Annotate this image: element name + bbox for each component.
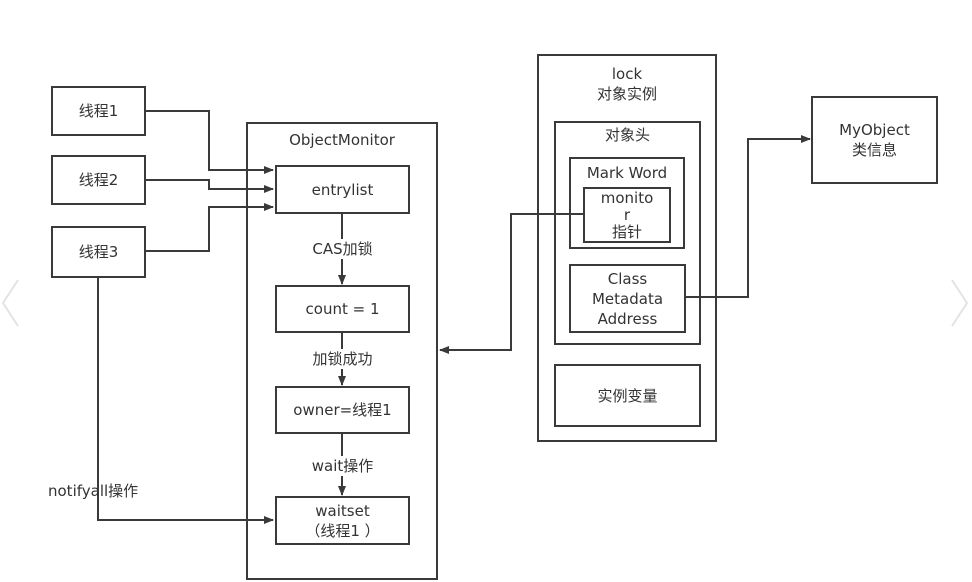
object-header-title: 对象头 xyxy=(604,126,650,144)
monitor-pointer-line1: monito xyxy=(600,188,654,207)
arrow-thread3-entrylist xyxy=(145,203,274,252)
notifyall-label: notifyall操作 xyxy=(48,482,139,500)
monitor-pointer-box: monito r 指针 xyxy=(583,187,671,243)
arrow-class-metadata xyxy=(686,135,811,298)
arrow-monitor-pointer xyxy=(439,213,583,354)
object-monitor-title: ObjectMonitor xyxy=(289,131,395,149)
class-metadata-line1: Class xyxy=(607,269,648,288)
wait-operation-label: wait操作 xyxy=(275,456,410,476)
mark-word-box xyxy=(569,157,685,249)
thread-3-label: 线程3 xyxy=(78,243,119,261)
thread-2-label: 线程2 xyxy=(78,171,119,189)
owner-box: owner=线程1 xyxy=(275,386,410,434)
previous-chevron-icon[interactable] xyxy=(0,278,22,328)
next-chevron-icon[interactable] xyxy=(948,278,970,328)
entrylist-label: entrylist xyxy=(311,180,374,199)
entrylist-box: entrylist xyxy=(275,165,410,214)
waitset-label: waitset xyxy=(315,501,370,520)
instance-vars-label: 实例变量 xyxy=(597,386,658,405)
class-metadata-line3: Address xyxy=(597,309,658,328)
object-monitor-container xyxy=(246,122,438,580)
object-header-container xyxy=(554,121,701,345)
count-label: count = 1 xyxy=(305,300,380,318)
lock-success-label: 加锁成功 xyxy=(275,349,410,369)
class-metadata-line2: Metadata xyxy=(591,289,664,308)
thread-2-box: 线程2 xyxy=(51,155,146,205)
owner-label: owner=线程1 xyxy=(293,401,392,419)
thread-1-label: 线程1 xyxy=(78,102,119,120)
arrow-notifyall-waitset xyxy=(97,277,274,524)
thread-1-box: 线程1 xyxy=(51,86,146,136)
thread-3-box: 线程3 xyxy=(51,226,146,278)
class-metadata-box: Class Metadata Address xyxy=(569,264,686,333)
lock-subtitle: 对象实例 xyxy=(596,85,657,103)
lock-title: lock xyxy=(611,65,643,83)
monitor-pointer-line3: 指针 xyxy=(611,222,642,241)
monitor-pointer-line2: r xyxy=(623,205,631,224)
cas-lock-label: CAS加锁 xyxy=(275,239,410,259)
myobject-box: MyObject 类信息 xyxy=(811,96,938,184)
mark-word-label: Mark Word xyxy=(586,164,668,182)
instance-vars-box: 实例变量 xyxy=(554,364,701,427)
arrow-thread2-entrylist xyxy=(145,179,274,193)
myobject-subtitle: 类信息 xyxy=(851,141,897,159)
waitset-box: waitset （线程1 ） xyxy=(275,496,410,545)
arrow-thread1-entrylist xyxy=(145,110,274,174)
lock-instance-container xyxy=(537,54,717,442)
waitset-thread-label: （线程1 ） xyxy=(305,521,380,540)
myobject-title: MyObject xyxy=(839,121,910,139)
count-box: count = 1 xyxy=(275,285,410,333)
